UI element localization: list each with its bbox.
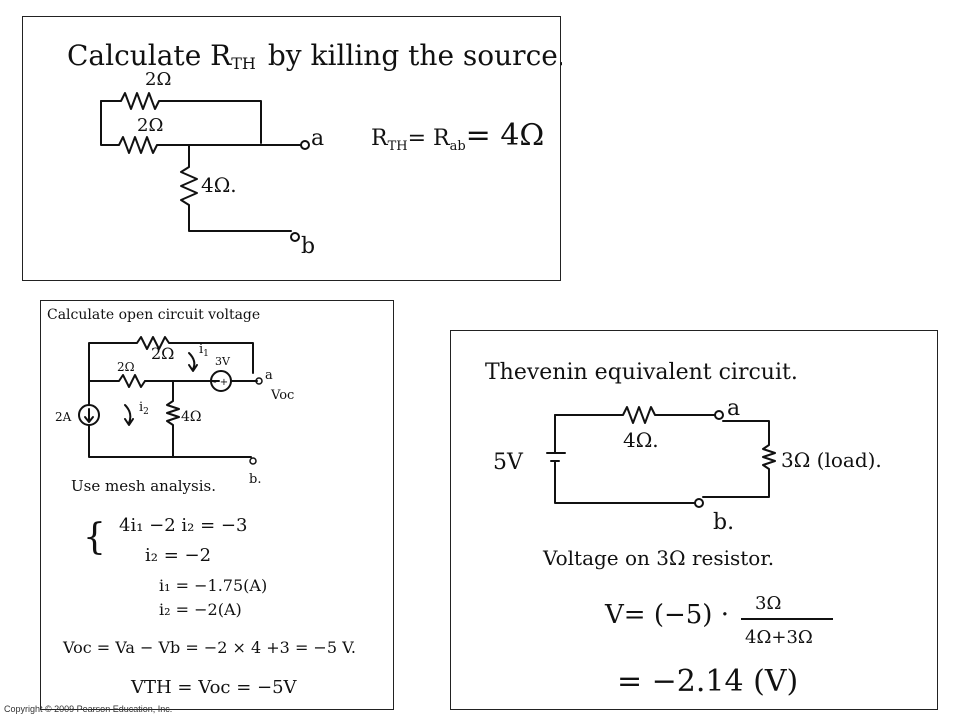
brace-icon: { xyxy=(83,517,106,558)
mid-resistor-wire xyxy=(100,100,302,154)
node-b-label: b. xyxy=(713,510,734,535)
i1-label: i1 xyxy=(199,342,209,359)
i2-arrow-icon xyxy=(124,404,134,426)
equation-1: 4i₁ −2 i₂ = −3 xyxy=(119,515,247,536)
i2-label: i2 xyxy=(139,400,149,417)
node-a-terminal xyxy=(255,377,263,385)
left-wire xyxy=(88,380,252,458)
series-resistor-label: 4Ω. xyxy=(623,428,659,452)
source-label: 5V xyxy=(493,450,524,475)
node-a-terminal xyxy=(300,140,310,150)
voc-panel: Calculate open circuit voltage 2Ω 2Ω - +… xyxy=(40,300,394,710)
node-b-terminal xyxy=(694,498,704,508)
voltage-subtitle: Voltage on 3Ω resistor. xyxy=(542,546,774,570)
voc-title: Calculate open circuit voltage xyxy=(47,307,260,323)
node-b-label: b xyxy=(301,234,315,259)
vertical-resistor-wire xyxy=(166,380,180,458)
node-b-label: b. xyxy=(249,472,261,487)
top-branch-wire xyxy=(88,336,254,374)
rth-result: RTH= Rab= 4Ω xyxy=(371,118,544,154)
voltage-result: = −2.14 (V) xyxy=(617,664,798,699)
node-a-label: a xyxy=(727,396,740,421)
equation-3: i₁ = −1.75(A) xyxy=(159,576,267,595)
voc-equation: Voc = Va − Vb = −2 × 4 +3 = −5 V. xyxy=(62,638,356,657)
battery-wire xyxy=(546,414,696,504)
vth-equation: VTH = Voc = −5V xyxy=(130,677,298,698)
top-resistor-wire xyxy=(100,92,262,144)
current-source-label: 2A xyxy=(55,410,72,424)
mid-resistor-label: 2Ω xyxy=(117,360,135,374)
i1-arrow-icon xyxy=(188,352,198,372)
current-source-symbol xyxy=(78,404,100,426)
vertical-resistor-wire xyxy=(180,144,292,232)
node-b-terminal xyxy=(290,232,300,242)
source-polarity: - + xyxy=(213,377,228,388)
fraction-denominator: 4Ω+3Ω xyxy=(745,627,813,648)
thevenin-panel: Thevenin equivalent circuit. 5V 4Ω. a 3Ω… xyxy=(450,330,938,710)
load-resistor-label: 3Ω (load). xyxy=(781,448,882,472)
fraction-numerator: 3Ω xyxy=(755,593,781,614)
current-arrow-icon xyxy=(84,408,94,423)
equation-4: i₂ = −2(A) xyxy=(159,600,242,619)
voc-drawing: Calculate open circuit voltage 2Ω 2Ω - +… xyxy=(47,307,356,698)
equation-2: i₂ = −2 xyxy=(145,545,211,566)
vertical-resistor-label: 4Ω. xyxy=(201,173,237,197)
copyright-text: Copyright © 2009 Pearson Education, Inc. xyxy=(4,704,173,714)
voltage-source-label: 3V xyxy=(215,355,231,368)
thevenin-drawing: Thevenin equivalent circuit. 5V 4Ω. a 3Ω… xyxy=(485,360,882,699)
series-resistor-wire xyxy=(554,406,716,424)
node-a-label: a xyxy=(311,126,324,151)
method-text: Use mesh analysis. xyxy=(71,477,216,495)
voltage-formula-lhs: V= (−5) · xyxy=(604,600,729,630)
node-a-terminal xyxy=(714,410,724,420)
top-resistor-label: 2Ω xyxy=(151,344,174,363)
node-b-terminal xyxy=(249,457,257,465)
voc-label: Voc xyxy=(270,388,294,403)
top-resistor-label: 2Ω xyxy=(145,69,171,90)
node-a-label: a xyxy=(265,368,273,383)
vertical-resistor-label: 4Ω xyxy=(181,409,202,425)
thevenin-title: Thevenin equivalent circuit. xyxy=(485,360,798,385)
mid-resistor-label: 2Ω xyxy=(137,115,163,136)
load-resistor-wire xyxy=(702,420,776,498)
